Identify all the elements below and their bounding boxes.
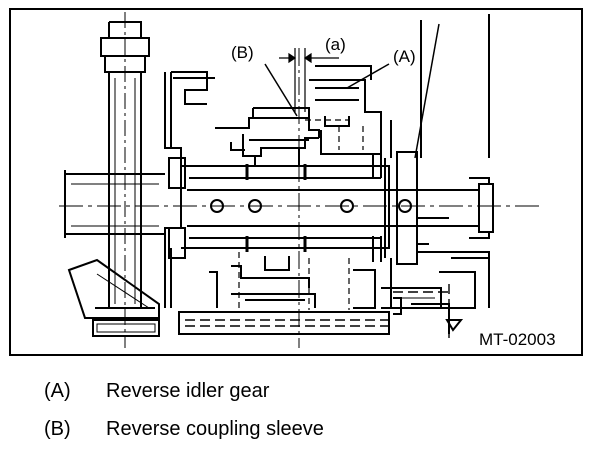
- mechanical-drawing: [59, 12, 539, 348]
- callout-A: (A): [393, 47, 416, 66]
- transmission-cross-section-diagram: (a) (A) (B) MT-02003: [9, 8, 583, 356]
- legend-text: Reverse idler gear: [106, 380, 270, 402]
- legend-item: (A) Reverse idler gear: [44, 380, 324, 418]
- callout-a: (a): [325, 35, 346, 54]
- dimension-a-marker: [279, 48, 339, 112]
- leader-lines: [264, 63, 390, 117]
- callout-B: (B): [231, 43, 254, 62]
- legend-key: (A): [44, 380, 71, 402]
- legend-item: (B) Reverse coupling sleeve: [44, 418, 324, 456]
- legend-key: (B): [44, 418, 71, 440]
- figure-frame: [9, 8, 583, 356]
- figure-code: MT-02003: [479, 330, 556, 349]
- legend: (A) Reverse idler gear (B) Reverse coupl…: [44, 380, 324, 456]
- legend-text: Reverse coupling sleeve: [106, 418, 324, 440]
